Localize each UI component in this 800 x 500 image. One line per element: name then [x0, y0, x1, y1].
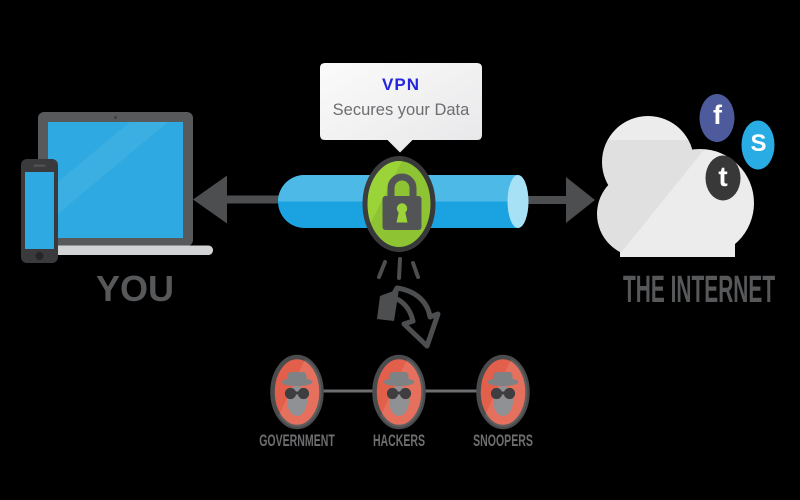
threat-label-government: GOVERNMENT: [259, 431, 335, 450]
spy-snoopers: [476, 354, 530, 430]
internet-cloud: [597, 116, 754, 257]
speech-bubble: [320, 63, 482, 153]
bubble-subtitle: Secures your Data: [332, 101, 470, 119]
spy-hackers: [372, 354, 426, 430]
keyhole: [396, 211, 408, 223]
phone-screen: [25, 172, 54, 249]
twitter-icon: [705, 155, 741, 201]
internet-label: THE INTERNET: [623, 269, 776, 311]
smartphone: [21, 159, 58, 263]
facebook-letter: f: [713, 100, 722, 130]
laptop: [38, 112, 213, 255]
webcam-dot: [113, 115, 118, 120]
threat-label-hackers: HACKERS: [372, 431, 426, 450]
tunnel-end-cap: [507, 175, 529, 228]
threat-label-snoopers: SNOOPERS: [473, 431, 533, 450]
padlock-icon: [382, 173, 422, 230]
arrow-left-icon: [193, 175, 280, 224]
phone-speaker: [33, 164, 46, 167]
deflected-attack-arrow: [377, 257, 441, 349]
facebook-icon: [699, 94, 735, 142]
spy-government: [270, 354, 324, 430]
twitter-letter: t: [718, 161, 728, 192]
skype-icon: [741, 120, 775, 170]
you-label: YOU: [95, 268, 174, 309]
bubble-title: VPN: [382, 75, 420, 94]
phone-home-button: [35, 252, 44, 260]
arrow-right-icon: [521, 177, 595, 223]
skype-letter: S: [750, 130, 767, 157]
laptop-screen: [48, 122, 183, 238]
laptop-base: [47, 245, 213, 255]
padlock-badge: [362, 156, 436, 252]
